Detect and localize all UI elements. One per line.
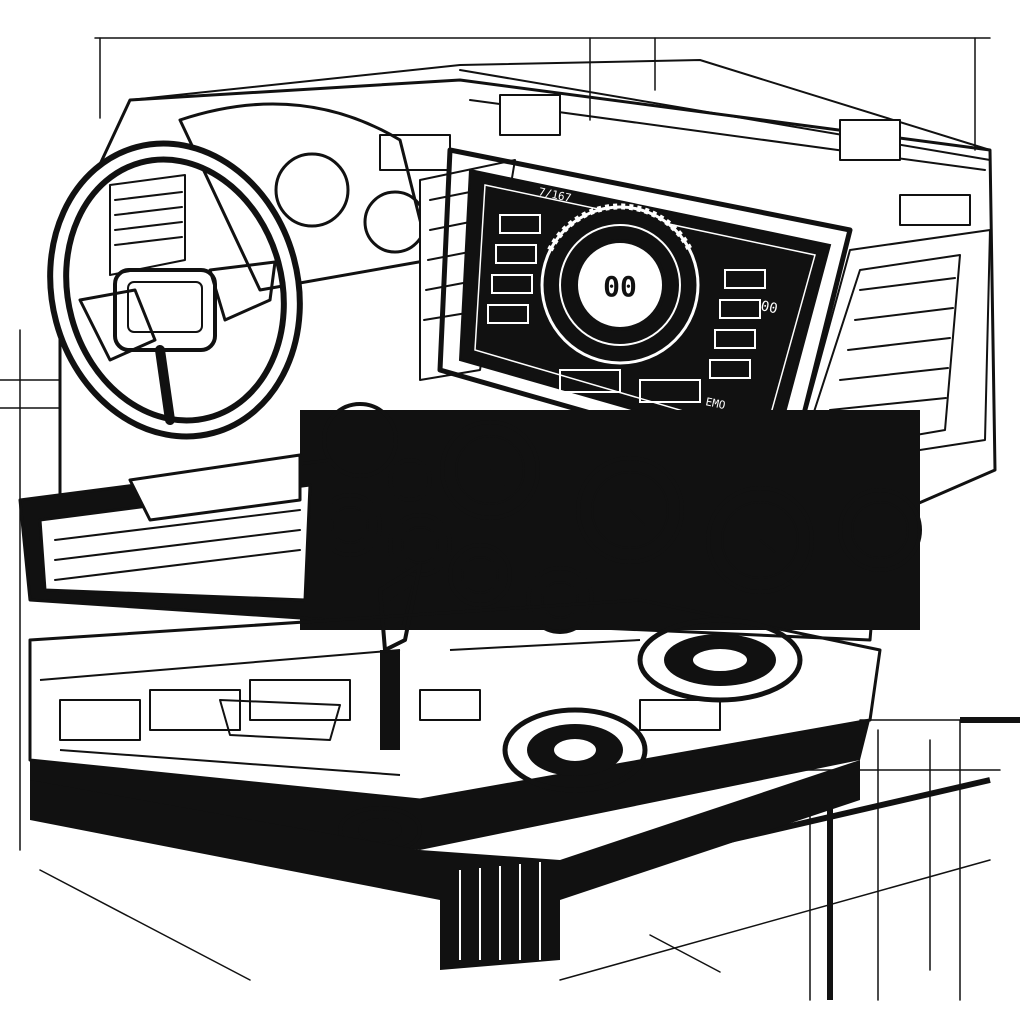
screen-bottom-label: EMO xyxy=(704,395,726,412)
gauge-icon xyxy=(388,458,432,502)
left-console xyxy=(18,453,332,622)
left-vent xyxy=(109,174,186,276)
lower-console xyxy=(28,598,882,854)
gauge-icon xyxy=(448,543,512,607)
top-rail xyxy=(129,59,991,226)
gauge-icon xyxy=(526,566,594,634)
base-slab xyxy=(30,760,860,970)
gauge-icon xyxy=(838,488,922,572)
construction-lines xyxy=(0,37,1001,1001)
gauge-pods xyxy=(300,402,922,634)
gear-shifter-icon xyxy=(378,563,422,750)
speedometer-gauge-icon xyxy=(274,152,350,228)
speaker-icon xyxy=(502,707,648,793)
steering-wheel-icon xyxy=(47,140,303,440)
gauge-icon xyxy=(706,486,814,594)
screen-right-label: 00 xyxy=(759,298,779,317)
gauge-icon xyxy=(440,420,540,520)
heavy-rules xyxy=(729,717,1020,1000)
speaker-icon xyxy=(637,617,803,703)
gauge-icon xyxy=(576,456,684,564)
screen-center-readout: 00 xyxy=(603,270,637,303)
instrument-cluster xyxy=(178,102,432,292)
infotainment-screen: 00 7/167 00 EMO xyxy=(437,147,853,473)
gauge-icon xyxy=(322,402,398,478)
